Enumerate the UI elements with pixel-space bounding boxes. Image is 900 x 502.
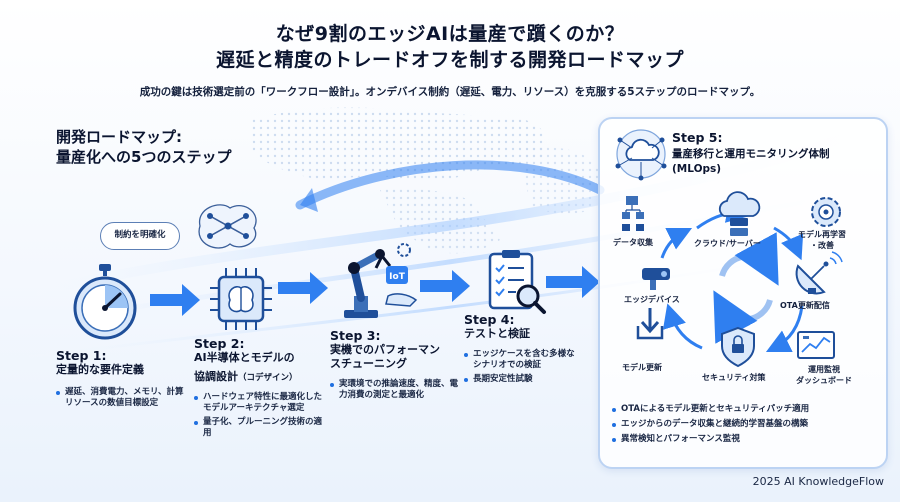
step2-head: Step 2: <box>194 336 245 351</box>
iot-chip-label: IoT <box>389 272 406 282</box>
step5-bullet: エッジからのデータ収集と継続的学習基盤の構築 <box>612 419 878 430</box>
roadmap-title-line1: 開発ロードマップ: <box>56 128 182 146</box>
step3-head: Step 3: <box>330 328 381 343</box>
label-model-retrain-line2: ・改善 <box>810 241 834 250</box>
step2-title-line1: AI半導体とモデルの <box>194 351 295 364</box>
step5-title-line2: (MLOps) <box>672 163 722 175</box>
step4-bullet: 長期安定性試験 <box>464 374 582 385</box>
step5-bullet: OTAによるモデル更新とセキュリティパッチ適用 <box>612 404 878 415</box>
download-icon <box>636 308 664 340</box>
step2-title-suffix: （コデザイン） <box>238 373 298 383</box>
step5-bullets: OTAによるモデル更新とセキュリティパッチ適用 エッジからのデータ収集と継続的学… <box>612 404 878 449</box>
step3-bullet: 実環境での推論速度、精度、電力消費の測定と最適化 <box>330 379 465 401</box>
robot-arm-icon: IoT <box>344 243 418 318</box>
label-model-update: モデル更新 <box>622 363 662 372</box>
model-retrain-icon <box>811 197 841 227</box>
label-data-collection: データ収集 <box>613 238 653 247</box>
arrow-step3-to-step4 <box>420 270 470 302</box>
step3-block: Step 3: 実機でのパフォーマン スチューニング 実環境での推論速度、精度、… <box>330 328 465 404</box>
label-model-retrain-line1: モデル再学習 <box>798 230 846 239</box>
step2-block: Step 2: AI半導体とモデルの 協調設計（コデザイン） ハードウェア特性に… <box>194 336 324 442</box>
step5-head: Step 5: <box>672 130 723 145</box>
ai-chip-icon <box>210 268 272 330</box>
checklist-icon <box>488 250 546 314</box>
label-security: セキュリティ対策 <box>702 373 766 382</box>
network-icon <box>615 129 667 181</box>
label-ota: OTA更新配信 <box>780 301 830 310</box>
dashboard-icon <box>797 331 835 359</box>
step4-bullet: エッジケースを含む多様なシナリオでの検証 <box>464 349 582 371</box>
step1-bullet: 遅延、消費電力、メモリ、計算リソースの数値目標設定 <box>56 387 186 409</box>
cloud-server-icon <box>718 191 761 236</box>
label-monitoring-line2: ダッシュボード <box>796 376 852 385</box>
speech-bubble: 制約を明確化 <box>100 222 180 250</box>
step2-title-line2: 協調設計 <box>194 370 238 383</box>
page-title-line1: なぜ9割のエッジAIは量産で躓くのか？ <box>275 23 625 45</box>
arrow-step2-to-step3 <box>278 272 328 304</box>
step1-title: 定量的な要件定義 <box>56 363 144 376</box>
label-cloud-server: クラウド/サーバー <box>694 239 761 248</box>
arrow-step1-to-step2 <box>150 284 200 316</box>
step3-title-line1: 実機でのパフォーマン <box>330 343 440 356</box>
footer-credit: 2025 AI KnowledgeFlow <box>752 475 884 488</box>
stopwatch-icon <box>73 264 137 340</box>
shield-icon <box>721 326 755 368</box>
step2-bullet: ハードウェア特性に最適化したモデルアーキテクチャ選定 <box>194 392 324 414</box>
roadmap-title-line2: 量産化への5つのステップ <box>56 148 232 166</box>
step1-block: Step 1: 定量的な要件定義 遅延、消費電力、メモリ、計算リソースの数値目標… <box>56 348 186 412</box>
edge-device-icon <box>642 268 670 290</box>
label-edge-device: エッジデバイス <box>624 295 680 304</box>
step5-title-line1: 量産移行と運用モニタリング体制 <box>672 148 830 160</box>
page-title-line2: 遅延と精度のトレードオフを制する開発ロードマップ <box>215 49 684 71</box>
mlops-cycle <box>622 191 843 368</box>
arrow-step4-to-step5 <box>546 266 600 298</box>
data-collection-icon <box>622 196 644 231</box>
step5-bullet: 異常検知とパフォーマンス監視 <box>612 434 878 445</box>
step3-title-line2: スチューニング <box>330 357 407 370</box>
neural-network-icon <box>198 204 257 249</box>
step4-block: Step 4: テストと検証 エッジケースを含む多様なシナリオでの検証 長期安定… <box>464 312 582 388</box>
step4-head: Step 4: <box>464 312 515 327</box>
step1-head: Step 1: <box>56 348 107 363</box>
satellite-dish-icon <box>795 251 843 295</box>
step2-bullet: 量子化、プルーニング技術の適用 <box>194 417 324 439</box>
label-monitoring-line1: 運用監視 <box>808 365 840 374</box>
page-subtitle: 成功の鍵は技術選定前の「ワークフロー設計」。オンデバイス制約（遅延、電力、リソー… <box>139 86 761 98</box>
step4-title: テストと検証 <box>464 327 530 340</box>
